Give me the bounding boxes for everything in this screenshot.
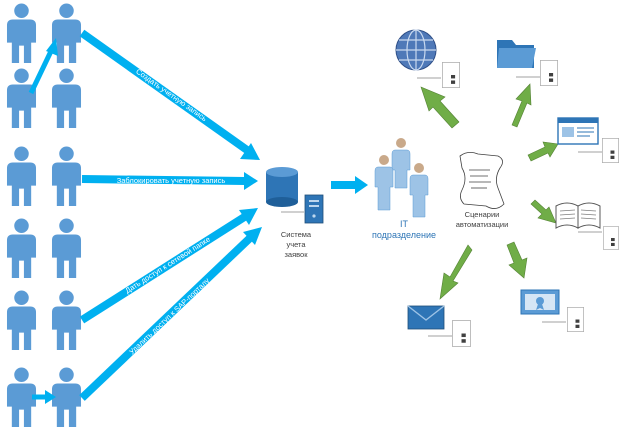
- person-icon: [6, 218, 37, 278]
- handoff-arrow-bottom: [32, 390, 56, 404]
- handoff-arrow-top: [28, 38, 58, 95]
- document-icon: [603, 226, 619, 250]
- ticket-system-label-3: заявок: [284, 250, 308, 259]
- arrow-to-mail: [439, 244, 473, 300]
- arrow-to-globe: [420, 86, 460, 129]
- person-icon: [51, 367, 82, 427]
- folder-icon: [497, 40, 536, 68]
- ticket-system-label-1: Система: [281, 230, 312, 239]
- scripts-label-1: Сценарии: [465, 210, 500, 219]
- it-label-2: подразделение: [372, 230, 436, 240]
- arrow-grant-folder-access: Дать доступ к сетевой папке: [79, 208, 258, 324]
- person-icon: [6, 68, 37, 128]
- it-people-icon: [374, 138, 429, 218]
- document-icon: [540, 60, 558, 86]
- person-icon: [51, 146, 82, 206]
- book-icon: [555, 202, 601, 229]
- arrow-block-account: Заблокировать учетную запись: [81, 172, 258, 190]
- person-icon: [51, 290, 82, 350]
- arrow-to-it: [331, 176, 368, 194]
- person-icon: [6, 367, 37, 427]
- arrow-remove-portal-access: Удалить доступ к SAP-порталу: [79, 227, 262, 401]
- mail-icon: [407, 305, 445, 330]
- window-icon: [557, 117, 599, 145]
- automation-scripts: Сценарии автоматизации: [456, 152, 509, 229]
- green-arrows: [420, 83, 559, 300]
- it-label-1: IT: [400, 219, 409, 229]
- person-icon: [6, 290, 37, 350]
- arrow-to-certificate: [506, 241, 528, 279]
- certificate-target: [520, 289, 584, 332]
- person-icon: [6, 3, 37, 63]
- script-scroll-icon: [459, 152, 505, 209]
- ticket-system-label-2: учета: [286, 240, 306, 249]
- arrow-create-account: Создать учетную запись: [79, 29, 260, 160]
- document-icon: [452, 320, 471, 347]
- arrow-to-book: [530, 199, 557, 224]
- mail-target: [407, 305, 471, 347]
- folder-target: [497, 40, 558, 86]
- document-icon: [567, 307, 584, 332]
- ticket-system: Система учета заявок: [266, 167, 324, 259]
- it-department: IT подразделение: [372, 138, 436, 240]
- globe-target: [395, 29, 460, 88]
- arrow-to-folder: [511, 83, 532, 128]
- certificate-icon: [520, 289, 560, 315]
- scripts-label-2: автоматизации: [456, 220, 509, 229]
- book-target: [555, 202, 619, 250]
- document-icon: [442, 62, 460, 88]
- database-icon: [266, 167, 298, 207]
- arrow-label-create-account: Создать учетную запись: [134, 67, 208, 123]
- server-icon: [304, 194, 324, 224]
- person-icon: [51, 68, 82, 128]
- window-target: [557, 117, 619, 163]
- document-icon: [602, 138, 619, 163]
- arrow-label-block-account: Заблокировать учетную запись: [117, 176, 226, 185]
- person-icon: [51, 218, 82, 278]
- person-icon: [6, 146, 37, 206]
- arrow-to-window: [527, 141, 559, 162]
